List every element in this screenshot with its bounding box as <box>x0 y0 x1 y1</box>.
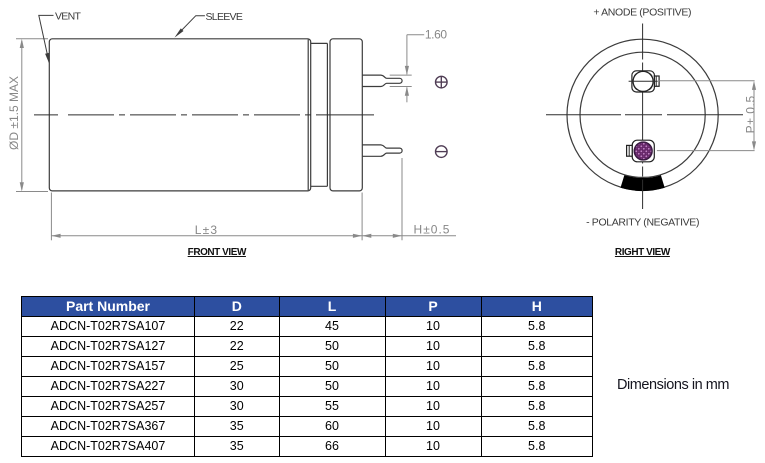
svg-text:+ ANODE (POSITIVE): + ANODE (POSITIVE) <box>593 7 691 19</box>
svg-text:H±0.5: H±0.5 <box>414 222 451 236</box>
svg-text:FRONT VIEW: FRONT VIEW <box>188 247 247 258</box>
svg-text:SLEEVE: SLEEVE <box>206 11 243 23</box>
svg-text:L±3: L±3 <box>195 223 219 237</box>
svg-text:VENT: VENT <box>55 11 81 23</box>
svg-text:ØD ±1.5 MAX: ØD ±1.5 MAX <box>7 76 21 150</box>
svg-text:RIGHT VIEW: RIGHT VIEW <box>615 247 671 258</box>
svg-text:- POLARITY (NEGATIVE): - POLARITY (NEGATIVE) <box>586 217 699 229</box>
svg-text:1.60: 1.60 <box>425 27 447 41</box>
svg-text:P± 0.5: P± 0.5 <box>744 95 758 133</box>
